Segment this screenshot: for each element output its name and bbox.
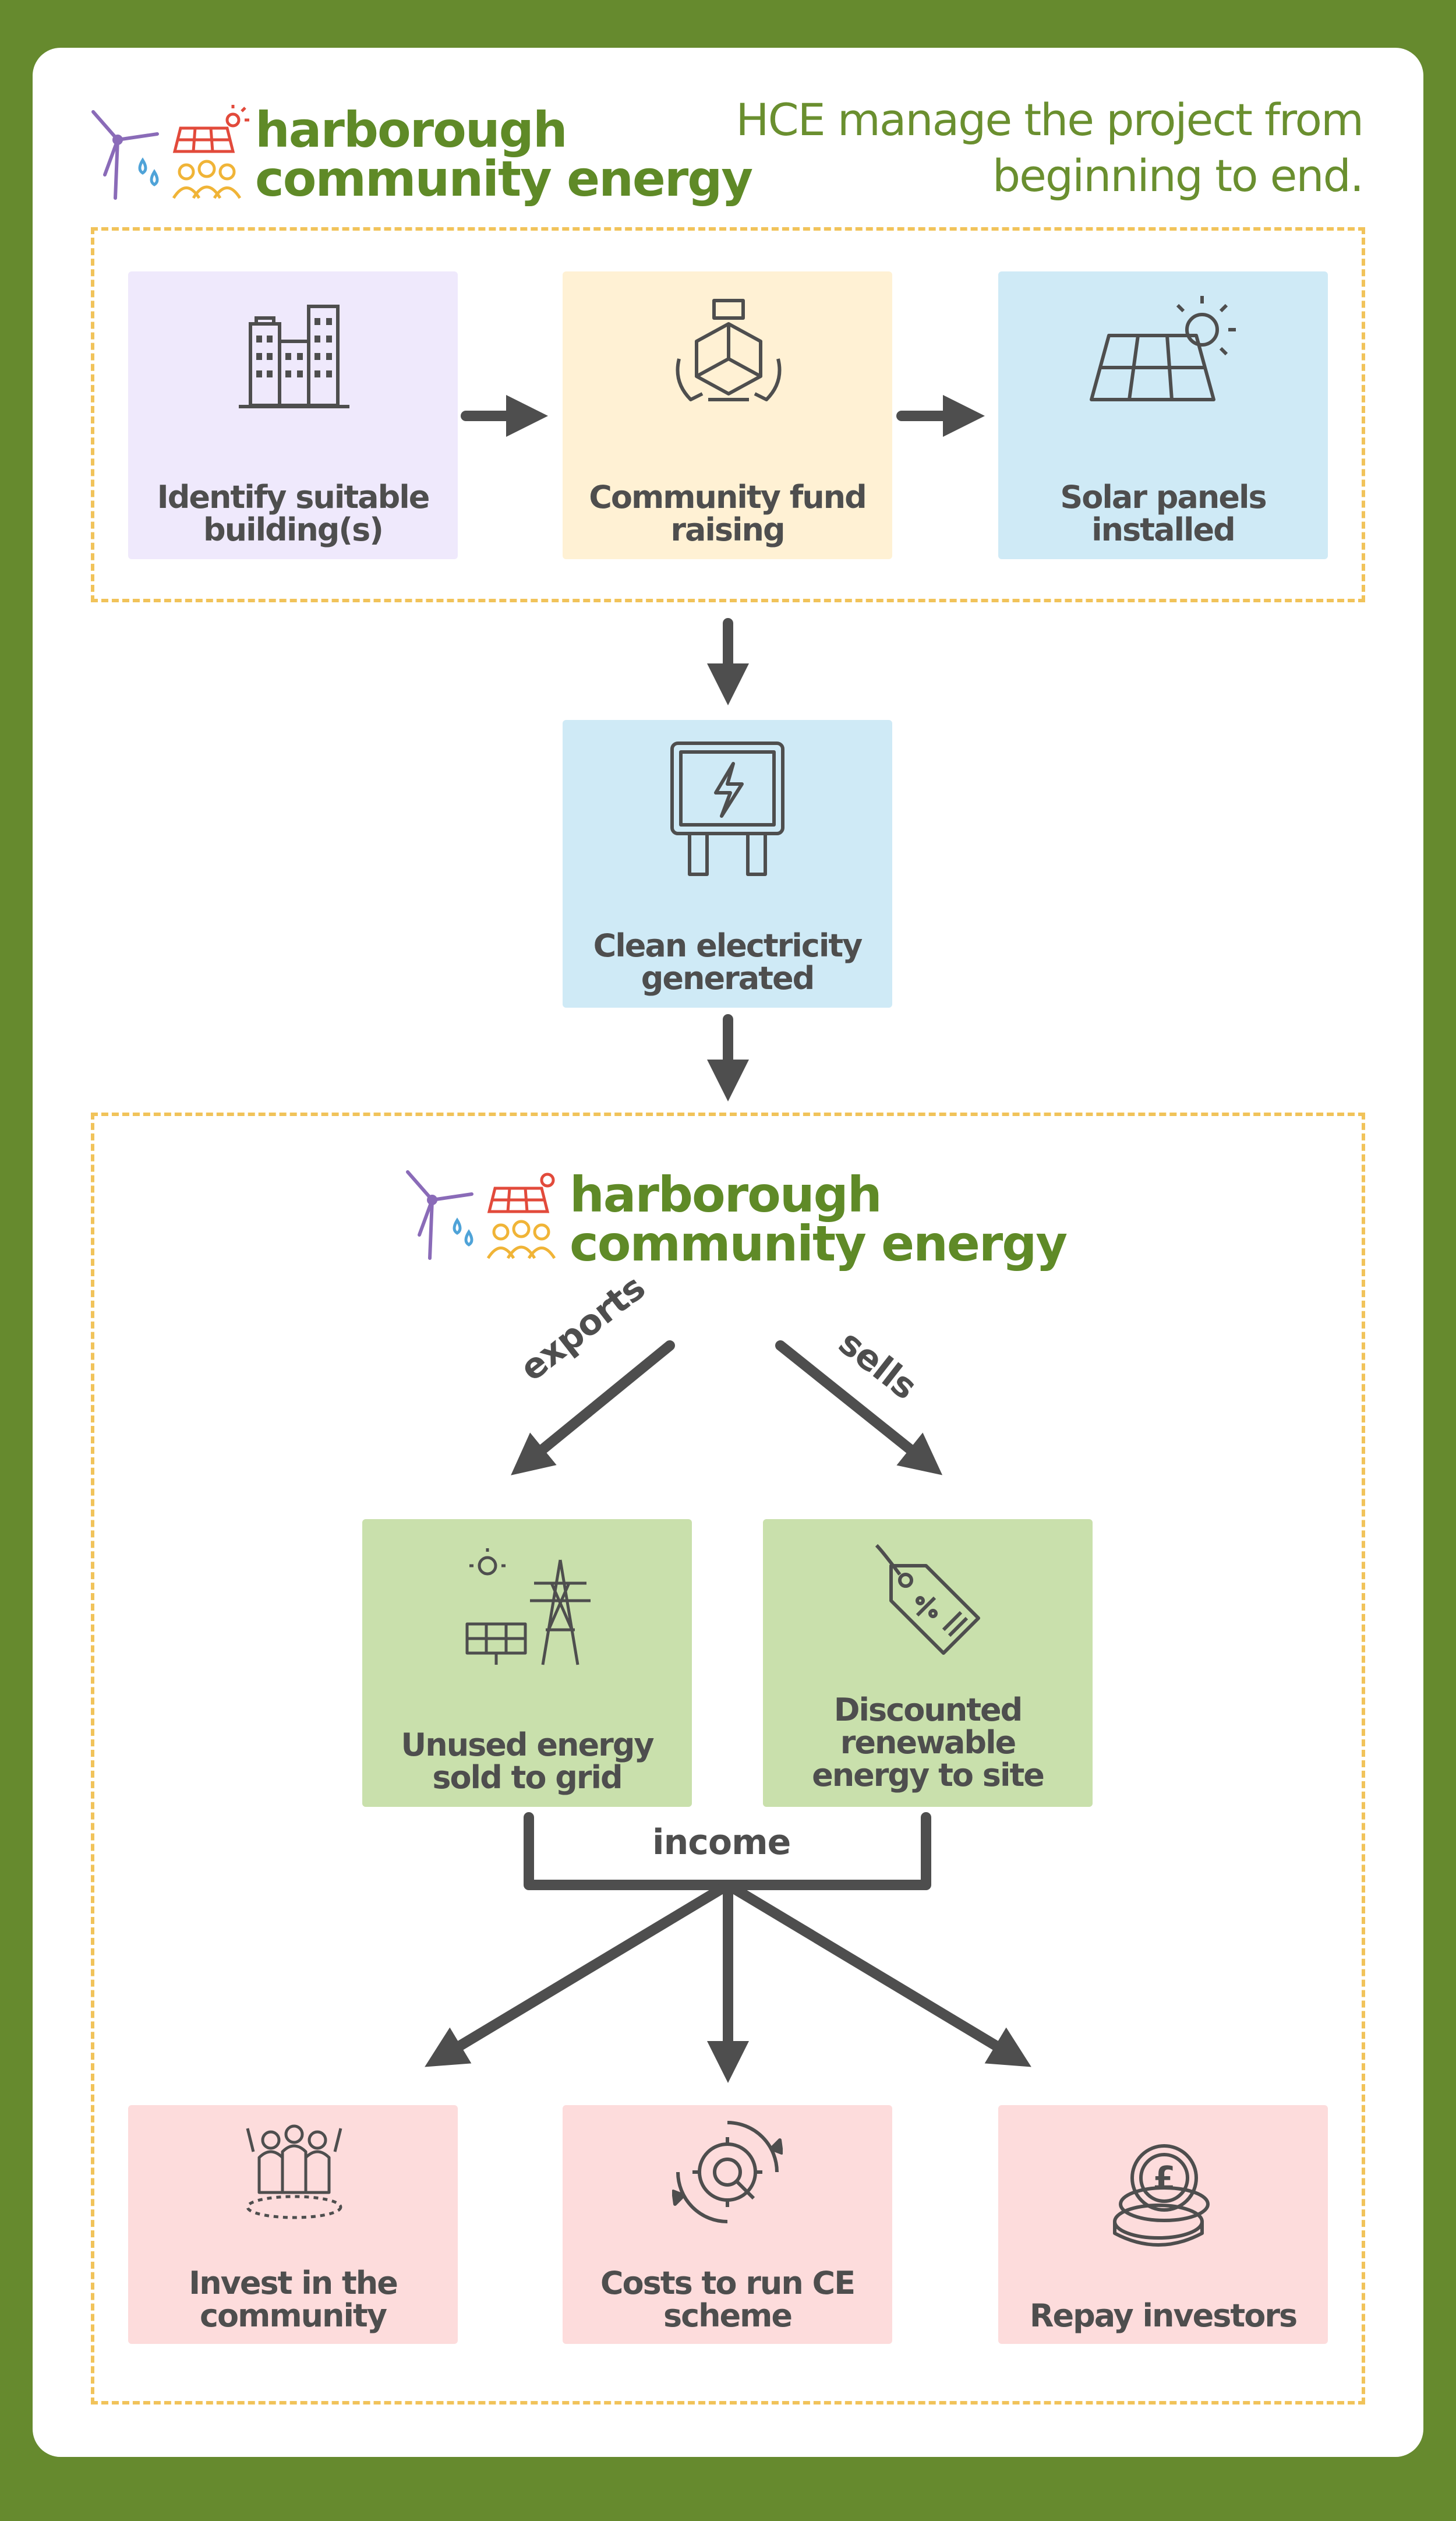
step-community-fundraising: Community fund raising: [563, 271, 892, 559]
step-label-line1: Solar panels: [1060, 479, 1267, 516]
hce-logo-icon: [91, 105, 249, 200]
arrow-sells: [775, 1340, 943, 1475]
tagline-line2: beginning to end.: [992, 150, 1364, 202]
project-steps-group: [91, 227, 1365, 602]
electric-meter-icon: [670, 742, 784, 876]
arrow-exports: [511, 1340, 675, 1475]
step-identify-building: Identify suitable building(s): [128, 271, 458, 559]
output-label-line2: renewable: [840, 1724, 1016, 1761]
logo-line2: community energy: [255, 150, 753, 207]
buildings-icon: [239, 305, 349, 408]
use-repay-investors: £ Repay investors: [998, 2105, 1328, 2344]
solar-panel-sun-icon: [1090, 296, 1236, 401]
community-people-icon: [246, 2124, 342, 2219]
use-label-line1: Invest in the: [189, 2265, 398, 2301]
arrow-income-to-investors: [723, 1880, 1031, 2067]
step-label-line1: Identify suitable: [157, 479, 430, 516]
output-label-line1: Unused energy: [401, 1726, 654, 1763]
output-label-line2: sold to grid: [432, 1759, 623, 1796]
income-merge-connector: [524, 1812, 931, 1890]
step-label-line2: generated: [641, 960, 815, 997]
energy-distribution-group: [91, 1113, 1365, 2405]
svg-text:£: £: [1153, 2160, 1176, 2198]
step-solar-installed: Solar panels installed: [998, 271, 1328, 559]
step-label-line1: Clean electricity: [593, 927, 863, 964]
use-invest-community: Invest in the community: [128, 2105, 458, 2344]
second-logo-line1: harborough: [570, 1166, 882, 1223]
second-logo-line2: community energy: [570, 1215, 1068, 1272]
use-label-line1: Costs to run CE: [600, 2265, 856, 2301]
use-scheme-costs: Costs to run CE scheme: [563, 2105, 892, 2344]
discount-tag-icon: [875, 1544, 980, 1655]
logo-line1: harborough: [255, 101, 568, 158]
step-clean-electricity: Clean electricity generated: [563, 720, 892, 1008]
pylon-solar-icon: [465, 1548, 591, 1665]
hands-fundraising-icon: [676, 299, 782, 401]
step-label-line2: building(s): [203, 511, 384, 548]
tagline-line1: HCE manage the project from: [736, 94, 1364, 146]
step-label-line2: raising: [670, 511, 785, 548]
output-discounted-energy: Discounted renewable energy to site: [763, 1519, 1093, 1807]
step-label-line2: installed: [1091, 511, 1236, 548]
edge-label-income: income: [652, 1822, 791, 1863]
use-label-line1: Repay investors: [1029, 2297, 1298, 2334]
tagline: HCE manage the project from beginning to…: [736, 92, 1364, 204]
use-label-line2: scheme: [663, 2297, 793, 2334]
arrow-income-to-community: [425, 1880, 733, 2067]
output-label-line3: energy to site: [812, 1757, 1045, 1793]
step-label-line1: Community fund: [589, 479, 867, 516]
output-grid-export: Unused energy sold to grid: [362, 1519, 692, 1807]
pound-coins-icon: £: [1113, 2144, 1210, 2247]
use-label-line2: community: [199, 2297, 387, 2334]
gear-wrench-icon: [672, 2121, 783, 2223]
hce-logo-icon: [406, 1170, 556, 1260]
output-label-line1: Discounted: [833, 1692, 1023, 1728]
